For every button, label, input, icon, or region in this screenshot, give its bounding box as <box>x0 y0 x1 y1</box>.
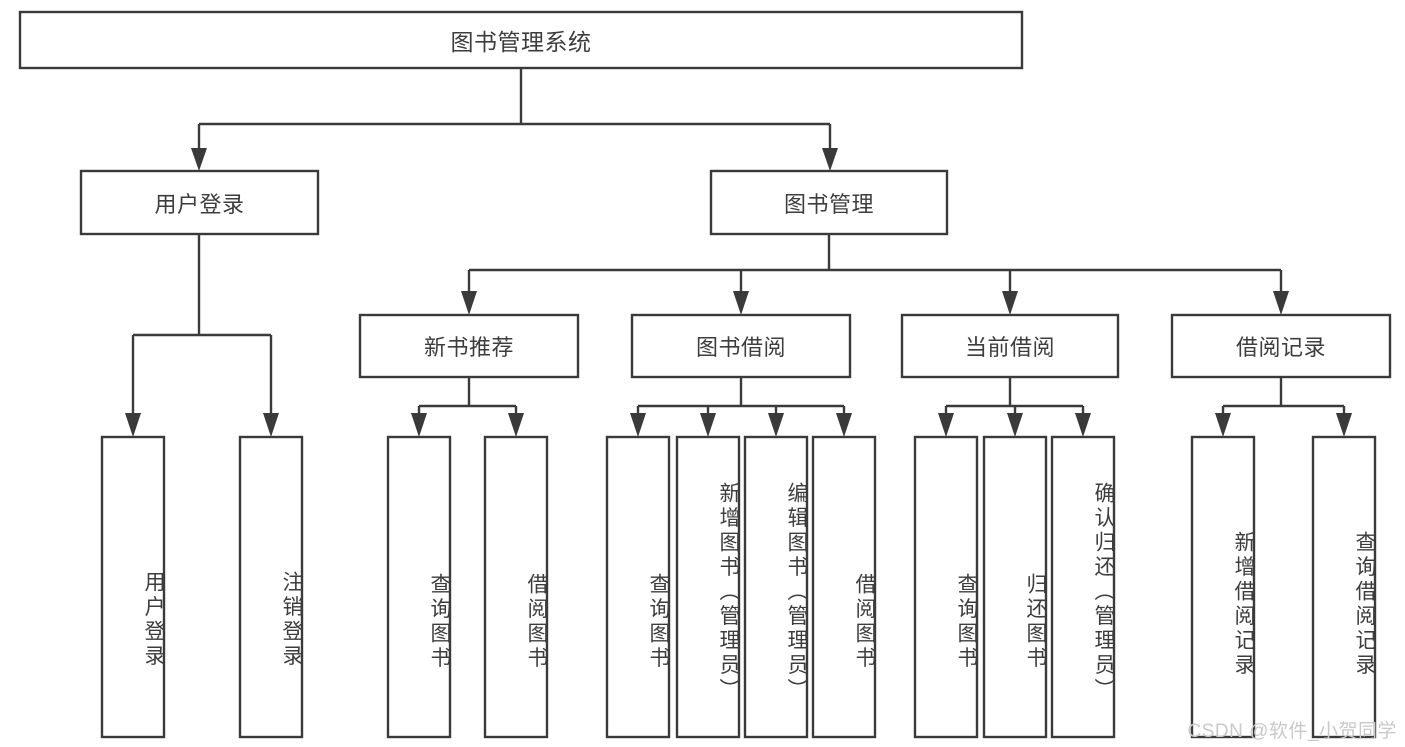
leaf-box-book-borrow-2[interactable] <box>743 435 809 739</box>
leaf-box-book-borrow-3[interactable] <box>811 435 877 739</box>
box-root[interactable] <box>18 10 1024 70</box>
leaf-box-book-borrow-0[interactable] <box>605 435 671 739</box>
leaf-box-user-login-0[interactable] <box>100 435 166 739</box>
leaf-box-current-borrow-2[interactable] <box>1050 435 1116 739</box>
connector-newbook-to-leaves <box>411 377 524 437</box>
box-new-book-recommend[interactable] <box>358 313 580 379</box>
leaf-box-user-login-1[interactable] <box>238 435 304 739</box>
connector-currentborrow-to-leaves <box>938 377 1091 437</box>
leaf-box-borrow-record-1[interactable] <box>1311 435 1377 739</box>
leaf-box-new-book-0[interactable] <box>386 435 452 739</box>
leaf-box-new-book-1[interactable] <box>483 435 549 739</box>
box-user-login[interactable] <box>79 169 320 236</box>
connector-bookborrow-to-leaves <box>630 377 852 437</box>
connector-bookmgmt-to-level3 <box>461 234 1289 315</box>
leaf-box-current-borrow-0[interactable] <box>913 435 979 739</box>
leaf-box-borrow-record-0[interactable] <box>1190 435 1256 739</box>
connector-root-to-level2 <box>191 68 838 171</box>
leaf-box-book-borrow-1[interactable] <box>675 435 741 739</box>
connector-borrowrecord-to-leaves <box>1215 377 1352 437</box>
leaf-box-current-borrow-1[interactable] <box>982 435 1048 739</box>
box-current-borrow[interactable] <box>900 313 1120 379</box>
watermark: CSDN @软件_小贺同学 <box>1187 721 1397 742</box>
box-book-borrow[interactable] <box>630 313 852 379</box>
box-borrow-record[interactable] <box>1170 313 1392 379</box>
box-book-management[interactable] <box>709 169 949 236</box>
connector-userlogin-to-leaves <box>125 234 279 437</box>
